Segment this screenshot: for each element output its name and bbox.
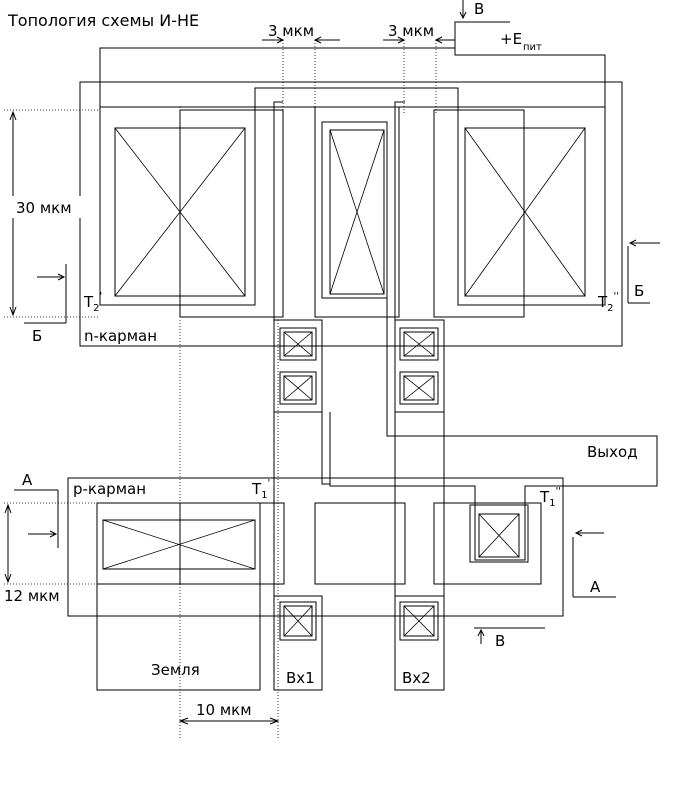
t1-double-prime-label: T1'' — [539, 486, 561, 509]
t2-prime-label: T2' — [83, 291, 102, 314]
output-metal: Выход — [329, 298, 658, 561]
section-a-right: А — [590, 578, 601, 596]
n-pocket-label: n-карман — [84, 327, 157, 345]
section-b-right: Б — [634, 282, 644, 300]
gap1-label: 3 мкм — [268, 22, 314, 40]
supply-subscript: пит — [523, 42, 542, 53]
transistor-t2-prime: T2' — [83, 106, 284, 318]
diagram-title: Топология схемы И-НЕ — [7, 11, 199, 30]
section-markers: А А Б Б В В — [14, 0, 660, 650]
gap2-label: 3 мкм — [388, 22, 434, 40]
width-label: 10 мкм — [196, 701, 252, 719]
input-2: Вх2 — [394, 595, 445, 691]
ground-label: Земля — [151, 661, 200, 679]
section-a-left: А — [22, 471, 33, 489]
p-diffusion-center — [314, 502, 406, 585]
dimension-lines: 3 мкм 3 мкм 30 мкм 12 мкм 10 мкм — [4, 22, 455, 740]
t2-double-prime-label: T2'' — [597, 291, 619, 314]
height-n-label: 30 мкм — [16, 199, 72, 217]
transistor-t1-double-prime: T1'' — [433, 486, 561, 585]
input-1: Вх1 — [273, 595, 323, 691]
input-1-label: Вх1 — [286, 669, 315, 687]
t1-prime-label: T1' — [251, 478, 270, 501]
input-2-label: Вх2 — [402, 669, 431, 687]
p-pocket-label: p-карман — [73, 480, 146, 498]
section-v-top: В — [474, 0, 484, 18]
supply-bus: +E пит — [99, 21, 606, 108]
transistor-t1-prime: T1' Земля — [96, 478, 285, 691]
height-p-label: 12 мкм — [4, 587, 60, 605]
output-label: Выход — [587, 443, 638, 461]
supply-label: +E — [500, 30, 522, 48]
section-b-left: Б — [32, 327, 42, 345]
gate-contacts-upper — [273, 319, 445, 413]
section-v-bottom: В — [495, 632, 505, 650]
n-drain-center — [254, 87, 459, 318]
transistor-t2-double-prime: T2'' — [433, 106, 619, 318]
